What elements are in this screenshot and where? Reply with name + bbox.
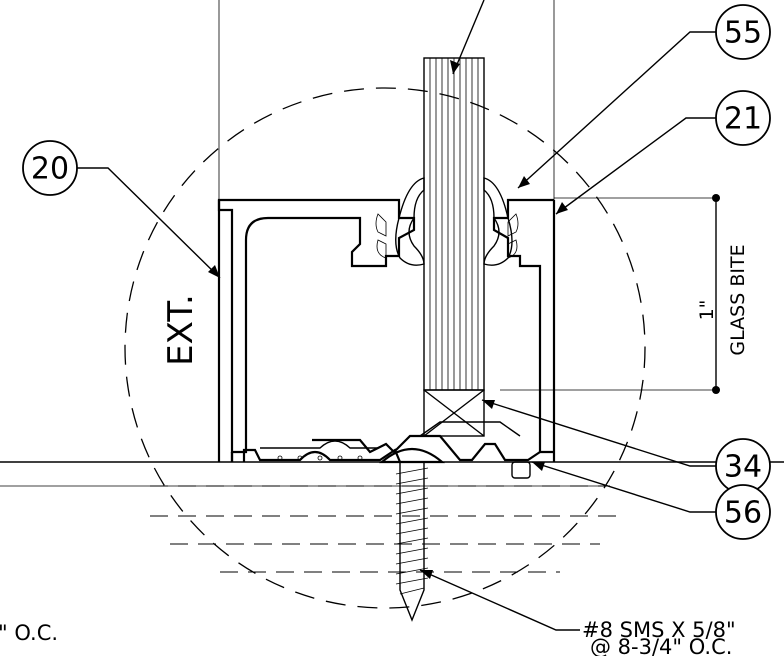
glass-bite-dimension (500, 194, 720, 394)
setting-block (423, 389, 485, 437)
leader-lines (75, 0, 718, 631)
callout-21-number: 21 (724, 102, 762, 137)
glass-bite-label: GLASS BITE (727, 244, 749, 355)
callout-55: 55 (715, 4, 771, 60)
callout-56-number: 56 (724, 496, 762, 531)
screw-note-line2: @ 8-3/4" O.C. (590, 635, 732, 656)
callout-56: 56 (715, 484, 771, 540)
callout-20-number: 20 (31, 152, 69, 187)
glass-bite-value: 1" (696, 300, 718, 321)
glazing-gaskets (375, 177, 519, 266)
detail-circle (124, 87, 646, 609)
screw (379, 448, 445, 622)
exterior-label: EXT. (161, 294, 201, 366)
callout-34-number: 34 (724, 450, 762, 485)
callout-21: 21 (715, 90, 771, 146)
callout-34: 34 (715, 438, 771, 494)
glass-panel (423, 57, 485, 391)
callout-55-number: 55 (724, 16, 762, 51)
oc-note-partial: " O.C. (0, 621, 58, 645)
callout-20: 20 (22, 140, 78, 196)
substrate (0, 461, 784, 573)
screw-note-line1: #8 SMS X 5/8" (582, 618, 736, 642)
sill-profile (217, 198, 556, 479)
